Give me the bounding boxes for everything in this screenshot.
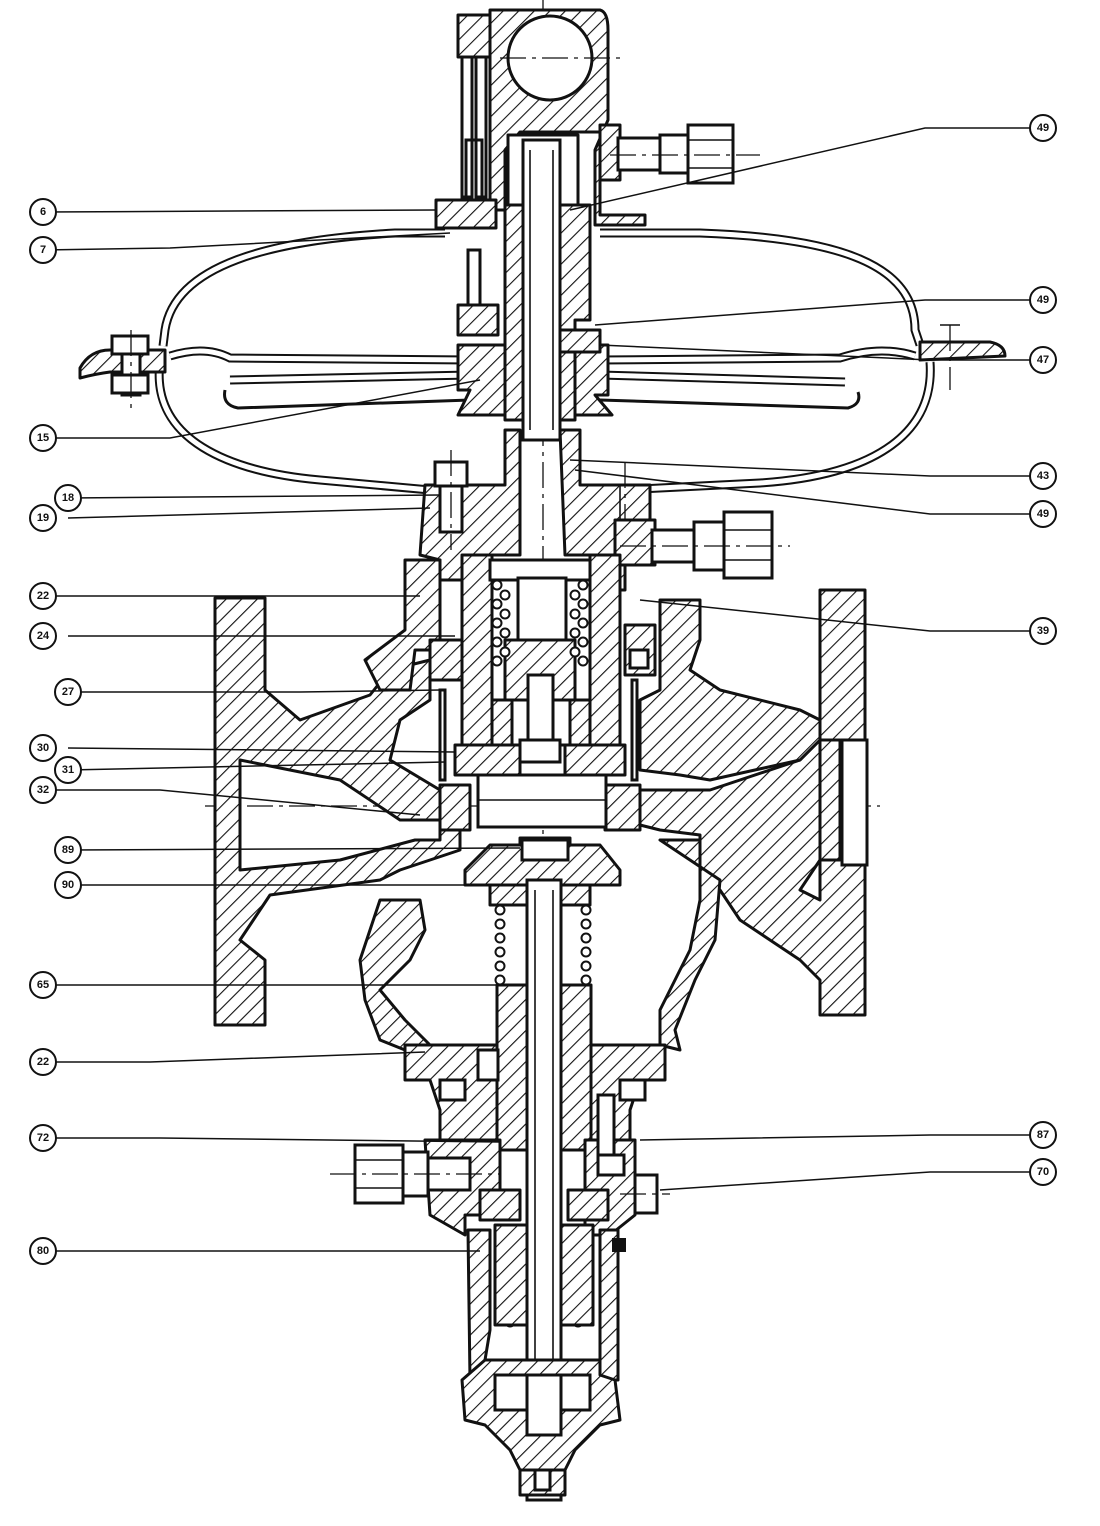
upper-spring-coils: [491, 579, 589, 667]
callout-47: 47: [1029, 346, 1057, 374]
pilot-tube-left: [434, 13, 500, 337]
spring-coil: [494, 904, 506, 916]
callout-49-lower: 49: [1029, 500, 1057, 528]
callout-22-upper: 22: [29, 582, 57, 610]
svg-text:87: 87: [1037, 1129, 1049, 1141]
callout-87: 87: [1029, 1121, 1057, 1149]
bottom-pipe-fitting: [330, 1143, 670, 1215]
top-housing: [488, 8, 647, 227]
callout-19: 19: [29, 504, 57, 532]
callout-30: 30: [29, 734, 57, 762]
svg-text:7: 7: [40, 244, 46, 256]
spring-coil: [494, 946, 506, 958]
spring-coil: [569, 627, 581, 639]
svg-text:24: 24: [37, 630, 50, 642]
spring-coil: [499, 589, 511, 601]
callout-15: 15: [29, 424, 57, 452]
svg-text:70: 70: [1037, 1166, 1049, 1178]
svg-text:49: 49: [1037, 122, 1049, 134]
spring-coil: [491, 579, 503, 591]
callout-43: 43: [1029, 462, 1057, 490]
callout-7: 7: [29, 236, 57, 264]
spring-coil: [580, 904, 592, 916]
callout-49-top: 49: [1029, 114, 1057, 142]
spring-coil: [491, 636, 503, 648]
svg-text:22: 22: [37, 1056, 49, 1068]
top-pipe-fitting: [598, 123, 760, 185]
svg-text:19: 19: [37, 512, 49, 524]
spring-coil: [494, 932, 506, 944]
svg-text:49: 49: [1037, 508, 1049, 520]
spring-coil: [580, 918, 592, 930]
diaphragm-housing: [78, 228, 1007, 495]
spring-coil: [577, 617, 589, 629]
svg-text:30: 30: [37, 742, 49, 754]
spring-coil: [491, 655, 503, 667]
svg-text:6: 6: [40, 206, 46, 218]
svg-text:18: 18: [62, 492, 74, 504]
svg-text:72: 72: [37, 1132, 49, 1144]
callout-24: 24: [29, 622, 57, 650]
callout-80: 80: [29, 1237, 57, 1265]
upper-spring-cage: [428, 553, 657, 782]
callout-39: 39: [1029, 617, 1057, 645]
svg-text:65: 65: [37, 979, 49, 991]
spring-coil: [580, 974, 592, 986]
spring-coil: [577, 598, 589, 610]
spring-coil: [569, 646, 581, 658]
spring-coil: [499, 646, 511, 658]
upper-stem: [503, 138, 602, 442]
spring-coil: [569, 589, 581, 601]
callout-32: 32: [29, 776, 57, 804]
callout-72: 72: [29, 1124, 57, 1152]
callout-18: 18: [54, 484, 82, 512]
leader-lines: [42, 127, 1043, 1252]
svg-text:47: 47: [1037, 354, 1049, 366]
spring-coil: [577, 655, 589, 667]
svg-text:39: 39: [1037, 625, 1049, 637]
spring-coil: [491, 617, 503, 629]
svg-text:89: 89: [62, 844, 74, 856]
callout-65: 65: [29, 971, 57, 999]
svg-text:80: 80: [37, 1245, 49, 1257]
svg-text:49: 49: [1037, 294, 1049, 306]
spring-coil: [580, 946, 592, 958]
lower-valve-disc: [463, 836, 622, 907]
svg-text:32: 32: [37, 784, 49, 796]
spring-coil: [494, 960, 506, 972]
valve-body: [213, 558, 869, 1082]
bottom-spring-housing: [460, 1188, 626, 1497]
spring-coil: [494, 974, 506, 986]
callout-31: 31: [54, 756, 82, 784]
spring-coil: [580, 932, 592, 944]
spring-coil: [577, 579, 589, 591]
spring-coil: [499, 608, 511, 620]
svg-text:22: 22: [37, 590, 49, 602]
spring-coil: [580, 960, 592, 972]
callout-49-upper: 49: [1029, 286, 1057, 314]
callout-27: 27: [54, 678, 82, 706]
lower-housing: [403, 1043, 667, 1237]
svg-text:90: 90: [62, 879, 74, 891]
mid-pipe-fitting: [613, 510, 790, 580]
callout-89: 89: [54, 836, 82, 864]
spring-coil: [569, 608, 581, 620]
svg-text:43: 43: [1037, 470, 1049, 482]
callout-90: 90: [54, 871, 82, 899]
spring-coil: [491, 598, 503, 610]
spring-coil: [494, 918, 506, 930]
callout-22-lower: 22: [29, 1048, 57, 1076]
callout-6: 6: [29, 198, 57, 226]
svg-text:31: 31: [62, 764, 74, 776]
callout-70: 70: [1029, 1158, 1057, 1186]
diaphragm-plates: [168, 343, 917, 417]
svg-text:15: 15: [37, 432, 49, 444]
spring-coil: [577, 636, 589, 648]
spring-coil: [499, 627, 511, 639]
svg-text:27: 27: [62, 686, 74, 698]
